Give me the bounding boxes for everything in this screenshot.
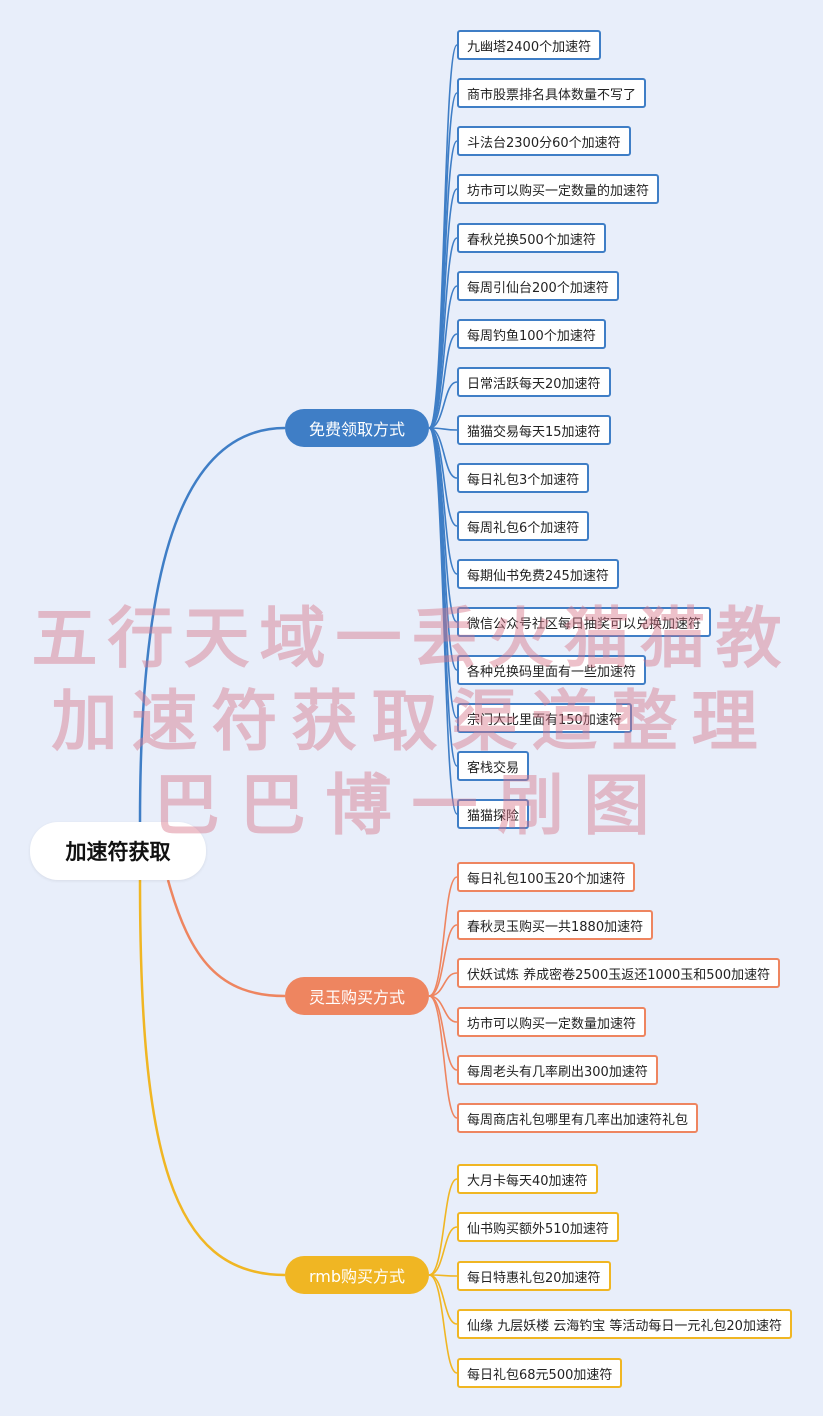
root-branch-connector	[138, 426, 286, 823]
leaf-node: 坊市可以购买一定数量的加速符	[457, 174, 660, 204]
leaf-node: 每周礼包6个加速符	[457, 511, 590, 541]
leaf-node: 每周老头有几率刷出300加速符	[457, 1055, 658, 1085]
leaf-node: 春秋兑换500个加速符	[457, 223, 606, 253]
leaf-node: 仙书购买额外510加速符	[457, 1212, 619, 1242]
leaf-connector	[428, 1178, 458, 1276]
leaf-node: 猫猫交易每天15加速符	[457, 415, 611, 445]
root-branch-connector	[138, 879, 286, 1277]
leaf-node: 每周商店礼包哪里有几率出加速符礼包	[457, 1103, 699, 1133]
leaf-connector	[428, 188, 458, 429]
leaf-connector	[428, 924, 458, 997]
branch-node: 免费领取方式	[285, 409, 429, 447]
leaf-connector	[428, 285, 458, 429]
leaf-connector	[428, 237, 458, 429]
leaf-connector	[428, 381, 458, 429]
leaf-node: 斗法台2300分60个加速符	[457, 126, 631, 156]
leaf-node: 九幽塔2400个加速符	[457, 30, 602, 60]
leaf-node: 坊市可以购买一定数量加速符	[457, 1007, 647, 1037]
leaf-node: 每期仙书免费245加速符	[457, 559, 619, 589]
root-branch-connector	[166, 879, 286, 998]
leaf-node: 每周钓鱼100个加速符	[457, 319, 606, 349]
leaf-connector	[428, 876, 458, 997]
leaf-node: 宗门大比里面有150加速符	[457, 703, 632, 733]
leaf-connector	[428, 1226, 458, 1276]
leaf-node: 各种兑换码里面有一些加速符	[457, 655, 647, 685]
leaf-node: 伏妖试炼 养成密卷2500玉返还1000玉和500加速符	[457, 958, 781, 988]
leaf-node: 每周引仙台200个加速符	[457, 271, 619, 301]
leaf-connector	[428, 427, 458, 815]
leaf-node: 每日礼包3个加速符	[457, 463, 590, 493]
leaf-connector	[428, 92, 458, 429]
leaf-node: 大月卡每天40加速符	[457, 1164, 598, 1194]
leaf-connector	[428, 333, 458, 429]
branch-node: 灵玉购买方式	[285, 977, 429, 1015]
leaf-node: 日常活跃每天20加速符	[457, 367, 611, 397]
leaf-node: 仙缘 九层妖楼 云海钓宝 等活动每日一元礼包20加速符	[457, 1309, 792, 1339]
leaf-connector	[428, 1274, 458, 1374]
leaf-node: 商市股票排名具体数量不写了	[457, 78, 647, 108]
leaf-node: 猫猫探险	[457, 799, 530, 829]
root-node: 加速符获取	[30, 822, 206, 880]
leaf-node: 春秋灵玉购买一共1880加速符	[457, 910, 654, 940]
leaf-node: 微信公众号社区每日抽奖可以兑换加速符	[457, 607, 712, 637]
leaf-connector	[428, 995, 458, 1119]
leaf-node: 每日礼包68元500加速符	[457, 1358, 623, 1388]
leaf-node: 客栈交易	[457, 751, 530, 781]
branch-node: rmb购买方式	[285, 1256, 429, 1294]
leaf-node: 每日特惠礼包20加速符	[457, 1261, 611, 1291]
leaf-node: 每日礼包100玉20个加速符	[457, 862, 636, 892]
leaf-connector	[428, 972, 458, 997]
